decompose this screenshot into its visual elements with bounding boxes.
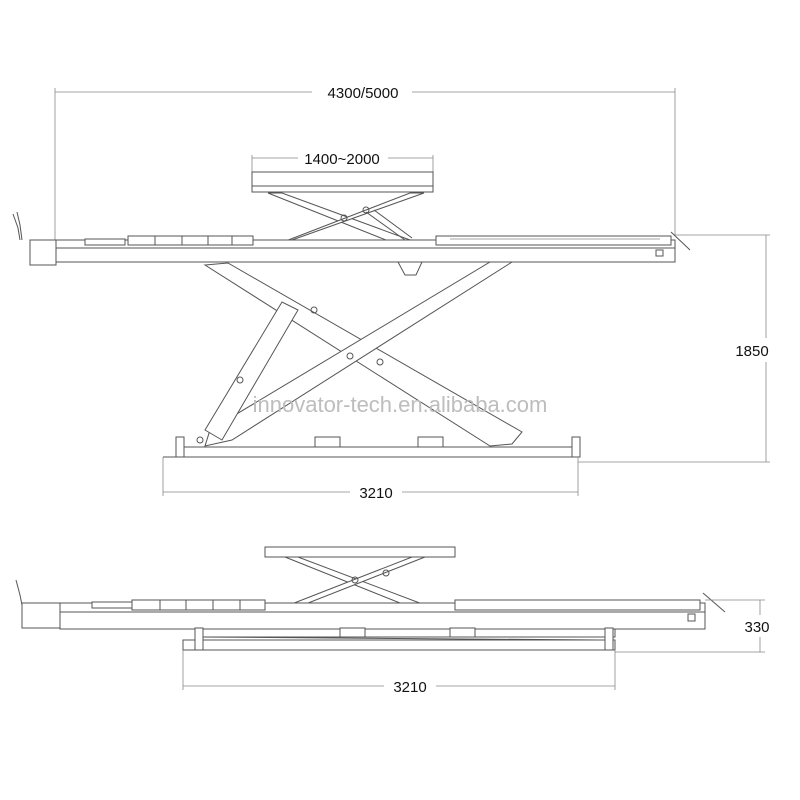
base-length-label-raised: 3210 xyxy=(359,485,392,502)
min-height-dimension: 330 xyxy=(615,599,770,653)
base-length-label-lowered: 3210 xyxy=(393,679,426,696)
min-height-label: 330 xyxy=(744,619,769,636)
main-platform xyxy=(12,211,691,276)
secondary-jack-table xyxy=(251,171,434,245)
overall-length-dimension: 4300/5000 xyxy=(54,85,676,246)
table-travel-label: 1400~2000 xyxy=(304,151,380,168)
overall-length-label: 4300/5000 xyxy=(328,85,399,102)
base-length-dimension-raised: 3210 xyxy=(162,457,579,502)
base-frame-lowered xyxy=(182,627,616,651)
lowered-view: 330 3210 xyxy=(15,546,770,696)
secondary-jack-table-lowered xyxy=(264,546,456,608)
base-frame xyxy=(163,436,581,458)
main-scissor-arms xyxy=(196,261,523,447)
raised-view: 4300/5000 1400~2000 xyxy=(12,85,770,502)
watermark: innovator-tech.en.alibaba.com xyxy=(253,392,548,417)
table-travel-dimension: 1400~2000 xyxy=(251,151,434,172)
base-length-dimension-lowered: 3210 xyxy=(182,650,616,696)
max-height-label: 1850 xyxy=(735,343,768,360)
max-height-dimension: 1850 xyxy=(578,234,770,463)
